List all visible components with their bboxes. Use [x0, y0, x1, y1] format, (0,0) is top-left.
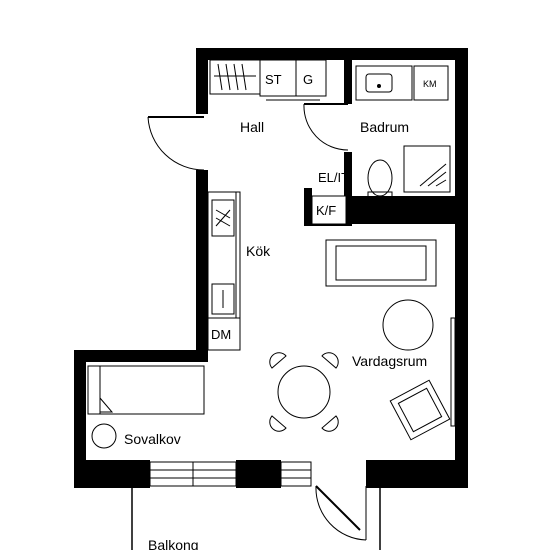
- sofa: [325, 239, 437, 287]
- dishwasher: [207, 317, 241, 351]
- wall-kitchen-left: [196, 170, 208, 356]
- coffee-table: [382, 299, 434, 351]
- room-label-kok: Kök: [246, 243, 271, 259]
- fixture-km-label: KM: [423, 79, 437, 89]
- kitchen-fixtures: [207, 191, 241, 351]
- room-label-vardagsrum: Vardagsrum: [352, 353, 427, 369]
- room-label-hall: Hall: [240, 119, 264, 135]
- toilet: [367, 159, 393, 197]
- kitchen-counter: [207, 191, 241, 319]
- balcony-door-swing: [315, 485, 367, 541]
- dining-chair-3: [269, 415, 287, 432]
- wall-alcove-top: [74, 350, 208, 362]
- fixture-kf-label: K/F: [316, 203, 336, 218]
- bathroom-fixtures: [355, 65, 451, 199]
- dining-chair-4: [321, 415, 339, 432]
- wall-bath-bottom: [344, 196, 462, 224]
- wall-right: [455, 48, 468, 488]
- shoe-rack: [209, 59, 261, 95]
- washbasin: [355, 65, 413, 101]
- wall-hall-left-upper: [196, 48, 208, 114]
- fixture-g-label: G: [303, 72, 313, 87]
- wall-top: [196, 48, 468, 60]
- washing-machine: [413, 65, 449, 101]
- balcony-door-leaf: [315, 485, 361, 531]
- wall-bottom-left: [74, 460, 150, 488]
- wall-kf-stub: [304, 188, 312, 224]
- room-label-badrum: Badrum: [360, 119, 409, 135]
- doors: [147, 103, 367, 541]
- fixture-el-it-label: EL/IT: [318, 170, 349, 185]
- alcove-furniture: [87, 365, 205, 449]
- walls: [74, 48, 468, 488]
- window-living: [280, 461, 312, 487]
- wall-bath-left-lower: [344, 152, 352, 224]
- living-furniture: [269, 239, 456, 441]
- room-label-sovalkov: Sovalkov: [124, 431, 181, 447]
- shower: [403, 145, 451, 193]
- kitchen-sink: [211, 283, 235, 315]
- stove: [211, 199, 235, 237]
- dining-chair-1: [269, 352, 287, 369]
- room-label-balkong: Balkong: [148, 537, 199, 550]
- alcove-round-table: [91, 423, 117, 449]
- balcony: [131, 488, 381, 550]
- wall-alcove-left: [74, 350, 86, 488]
- wall-storage: [450, 317, 456, 427]
- fixture-dm-label: DM: [211, 327, 231, 342]
- fridge-freezer: [311, 195, 347, 225]
- bed: [87, 365, 205, 415]
- wall-bottom-mid: [236, 460, 281, 488]
- fixture-st-label: ST: [265, 72, 282, 87]
- wall-bottom-right: [366, 460, 468, 488]
- hall-wardrobes: [209, 59, 327, 101]
- entry-door-swing: [147, 116, 205, 171]
- armchair: [389, 379, 451, 441]
- dining-table: [277, 365, 331, 419]
- bath-door-swing: [303, 103, 349, 151]
- dining-chair-2: [321, 352, 339, 369]
- windows: [149, 461, 312, 487]
- wall-bath-left: [344, 60, 352, 104]
